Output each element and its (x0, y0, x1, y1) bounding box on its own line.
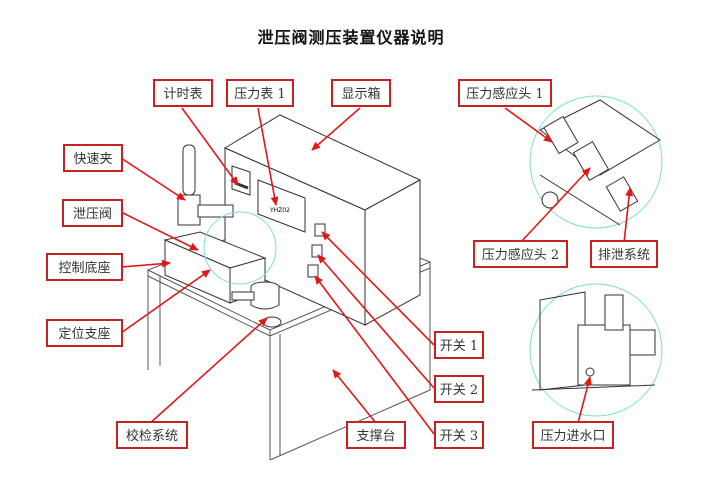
callout-support-table: 支撑台 (346, 421, 406, 449)
callout-pressure-sensor-2: 压力感应头 2 (473, 240, 568, 268)
leader-lines (120, 107, 634, 435)
leader-control-base (120, 259, 171, 268)
leader-timer (181, 107, 239, 186)
leader-pressure-gauge-1 (257, 107, 279, 206)
callout-pressure-gauge-1: 压力表 1 (226, 79, 294, 107)
leader-switch-2 (317, 254, 435, 389)
callout-switch-3: 开关 3 (434, 421, 484, 449)
leader-positioning-support (120, 269, 211, 334)
callout-quick-clamp: 快速夹 (63, 144, 123, 172)
detail-highlight-circle (203, 211, 277, 285)
detail-view-sensors (529, 95, 663, 229)
callout-switch-2: 开关 2 (434, 375, 484, 403)
leader-quick-clamp (120, 157, 186, 201)
callout-control-base: 控制底座 (46, 253, 123, 281)
quick-clamp-illustration (177, 144, 234, 226)
leader-switch-1 (321, 231, 435, 346)
leader-support-table (332, 369, 377, 424)
leader-pressure-water-inlet (577, 376, 592, 424)
pressure-gauge-illustration: YHZ02 (257, 179, 306, 233)
diagram-title: 泄压阀测压装置仪器说明 (257, 28, 445, 47)
leader-relief-valve (120, 211, 199, 251)
leader-pressure-sensor-1 (504, 107, 553, 143)
callout-calibration-system: 校检系统 (116, 421, 188, 449)
callout-switch-1: 开关 1 (434, 331, 484, 359)
calibration-system-illustration (231, 281, 282, 328)
callout-relief-valve: 泄压阀 (62, 199, 123, 227)
switches-illustration (307, 223, 326, 278)
leader-pressure-sensor-2 (519, 167, 591, 244)
callout-drain-system: 排泄系统 (590, 240, 658, 268)
leader-switch-3 (314, 275, 435, 435)
leader-display-box (311, 107, 361, 151)
leader-calibration-system (147, 317, 268, 426)
svg-text:YHZ02: YHZ02 (269, 207, 290, 214)
callout-pressure-water-inlet: 压力进水口 (532, 421, 614, 449)
callout-timer: 计时表 (153, 79, 213, 107)
leader-drain-system (623, 187, 634, 244)
callout-pressure-sensor-1: 压力感应头 1 (458, 79, 552, 107)
detail-view-water-inlet (529, 283, 663, 417)
callout-display-box: 显示箱 (331, 79, 391, 107)
callout-positioning-support: 定位支座 (46, 319, 123, 347)
